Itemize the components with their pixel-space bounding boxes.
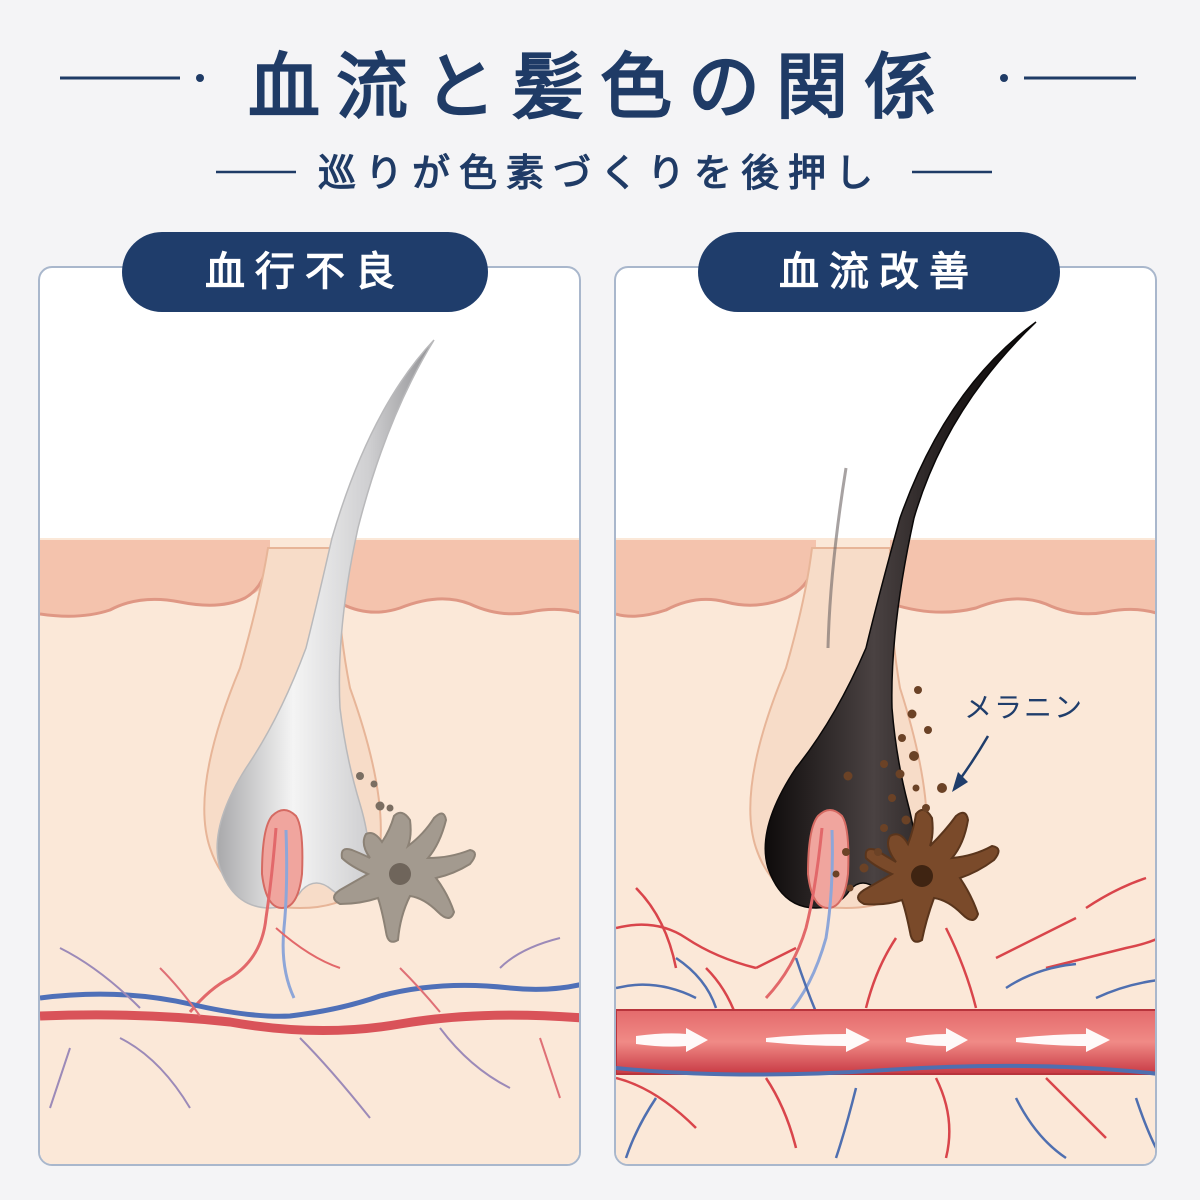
papilla-capillary-blue bbox=[281, 829, 296, 999]
melanocyte-nucleus bbox=[911, 865, 933, 887]
subtitle-deco-left bbox=[216, 170, 296, 174]
epidermis-layer bbox=[616, 540, 816, 617]
panel-poor-circulation bbox=[38, 266, 581, 1166]
main-artery-strong bbox=[616, 1009, 1155, 1075]
poor-circulation-illustration bbox=[40, 339, 579, 1164]
main-vein-weak bbox=[40, 982, 579, 1019]
pointer-arrow-icon bbox=[952, 735, 990, 792]
subtitle-deco-right bbox=[912, 170, 992, 174]
papilla-capillary-red bbox=[188, 827, 278, 1013]
panel-improved-circulation bbox=[614, 266, 1157, 1166]
label-poor-circulation: 血行不良 bbox=[122, 232, 488, 312]
melanin-label: メラニン bbox=[964, 691, 1085, 724]
main-artery-weak bbox=[40, 1010, 579, 1035]
gray-hair-shaft bbox=[216, 339, 435, 909]
title-row: 血流と髪色の関係 bbox=[0, 42, 1200, 132]
melanin-granule bbox=[375, 801, 385, 811]
papilla-capillary-blue bbox=[784, 829, 834, 1018]
papilla-capillary-red bbox=[764, 827, 824, 1000]
label-improved-circulation: 血流改善 bbox=[698, 232, 1060, 312]
melanin-granules bbox=[832, 686, 947, 892]
dermal-papilla bbox=[806, 809, 850, 910]
melanocyte-nucleus bbox=[389, 863, 411, 885]
page-title: 血流と髪色の関係 bbox=[247, 44, 952, 129]
title-deco-right bbox=[1000, 74, 1136, 82]
improved-circulation-illustration bbox=[616, 321, 1155, 1164]
title-deco-left bbox=[60, 74, 204, 82]
flow-arrow-icon bbox=[636, 1028, 1110, 1052]
melanin-granule bbox=[386, 804, 394, 812]
page-subtitle: 巡りが色素づくりを後押し bbox=[317, 150, 882, 195]
epidermis-layer bbox=[40, 540, 270, 617]
melanin-granule bbox=[370, 780, 378, 788]
melanin-granule bbox=[356, 772, 364, 780]
